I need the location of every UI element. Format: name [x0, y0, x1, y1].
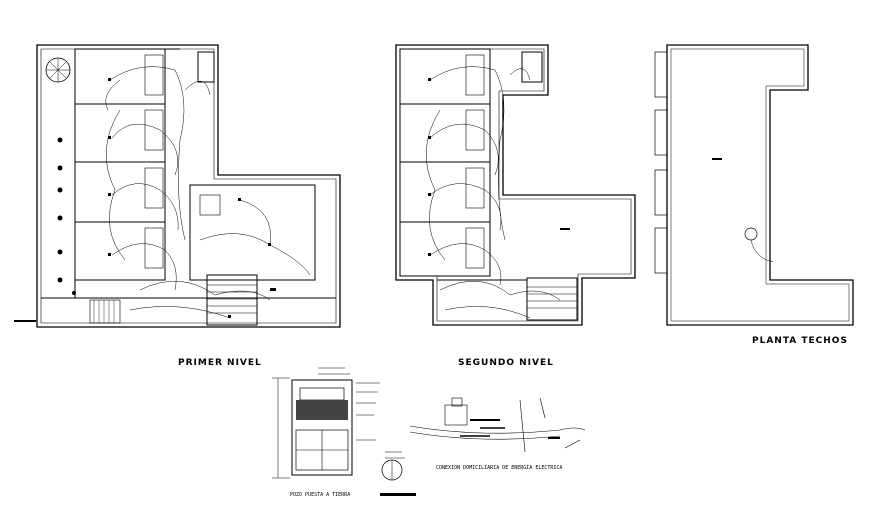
- conexion-caption: CONEXION DOMICILIARIA DE ENERGIA ELECTRI…: [436, 465, 563, 471]
- planta-techos-plan: [654, 44, 854, 326]
- segundo-nivel-title: SEGUNDO NIVEL: [458, 358, 554, 368]
- primer-nivel-plan: [14, 44, 341, 328]
- pozo-tierra-caption: POZO PUESTA A TIERRA: [290, 492, 351, 498]
- primer-nivel-title: PRIMER NIVEL: [178, 358, 262, 368]
- conexion-detail: [409, 397, 586, 453]
- pozo-tierra-detail: [272, 367, 416, 496]
- planta-techos-title: PLANTA TECHOS: [752, 336, 848, 346]
- segundo-nivel-plan: [395, 44, 636, 326]
